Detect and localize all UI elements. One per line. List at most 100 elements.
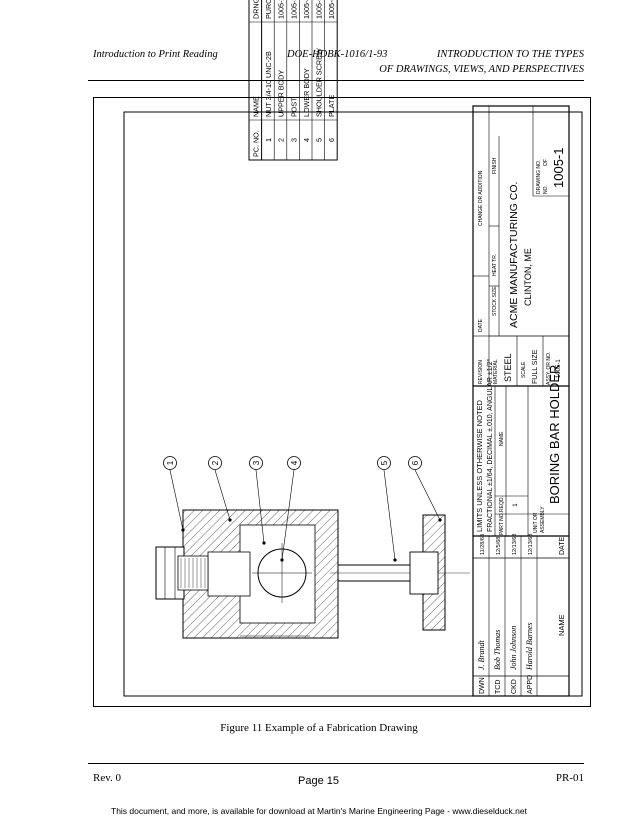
date-column-label: DATE: [478, 318, 484, 332]
balloon-number: 1: [166, 460, 175, 465]
download-notice: This document, and more, is available fo…: [111, 806, 527, 816]
parts-list-border: [248, 0, 338, 161]
footer-page-number: Page 15: [298, 775, 339, 787]
parts-list-cell: NUT 3/4-10 UNC-2B: [264, 51, 273, 117]
balloon-leaders: [169, 469, 442, 562]
name-column-label: NAME: [499, 431, 505, 446]
signature-role: APPD: [527, 675, 534, 694]
signature-date: 11/28/68: [480, 534, 486, 555]
signature-date: 12/13/68: [528, 534, 534, 555]
balloon-3: [249, 456, 263, 470]
assy-label: ASSY. OR NO.: [546, 352, 552, 385]
balloon-4: [287, 456, 301, 470]
limits-line1: LIMITS UNLESS OTHERWISE NOTED: [475, 399, 484, 532]
screw-head: [409, 551, 439, 595]
parts-list-cell: 1005-3: [289, 0, 298, 19]
leader-dot: [438, 518, 442, 522]
signature-role: DWN: [479, 677, 486, 694]
signature-name: Harold Barnes: [525, 623, 534, 671]
leader-dot: [280, 558, 284, 562]
parts-list-header: PC. NO.: [252, 130, 261, 157]
parts-list-cell: 2: [277, 138, 286, 142]
header-section-title-line1: INTRODUCTION TO THE TYPES: [436, 49, 584, 60]
company-name: ACME MANUFACTURING CO.: [508, 182, 520, 328]
reqd-value: 1: [512, 503, 519, 507]
parts-list-cell: SHOULDER SCREW: [315, 48, 324, 117]
change-label: CHANGE OR ADDITION: [478, 170, 484, 226]
unit-label: UNIT OR: [533, 512, 539, 533]
parts-list-cell: 4: [302, 138, 311, 142]
leader-line: [255, 469, 265, 544]
header-section-title-line2: OF DRAWINGS, VIEWS, AND PERSPECTIVES: [379, 64, 584, 75]
leader-dot: [262, 541, 266, 545]
parts-list-cell: 5: [315, 138, 324, 142]
parts-list-cell: POST: [289, 97, 298, 117]
figure-caption: Figure 11 Example of a Fabrication Drawi…: [220, 722, 418, 734]
parts-list-cell: 1005-5: [315, 0, 324, 19]
part-no-label: PART NO.: [499, 512, 505, 535]
leader-dot: [228, 518, 232, 522]
leader-line: [414, 469, 441, 521]
scale-label: SCALE: [521, 361, 527, 378]
reqd-label: REQD.: [499, 496, 505, 512]
drawing-border: [123, 111, 583, 697]
material-value: STEEL: [503, 353, 513, 382]
balloon-5: [377, 456, 391, 470]
leader-dot: [393, 558, 397, 562]
signature-role: CKD: [511, 679, 518, 694]
footer-revision: Rev. 0: [93, 772, 122, 784]
leader-line: [169, 469, 184, 531]
assy-value: 1005-1: [556, 359, 562, 378]
parts-list-cell: 1005-4: [302, 0, 311, 19]
parts-list-cell: UPPER BODY: [277, 70, 286, 117]
leader-line: [383, 469, 396, 561]
finish-label: FINISH: [492, 157, 498, 174]
date-label: DATE: [559, 537, 566, 555]
balloon-1: [163, 456, 177, 470]
drawing-no-label: DRAWING NO.: [536, 160, 542, 194]
revision-label: REVISION: [478, 360, 484, 384]
balloon-2: [208, 456, 222, 470]
parts-list-cell: 6: [327, 138, 336, 142]
parts-list-cell: PURCHASE: [264, 0, 273, 19]
assembly-label: ASSEMBLY: [540, 506, 546, 533]
limits-line2: FRACTIONAL ±1/64, DECIMAL ±.010, ANGULAR…: [486, 358, 494, 532]
parts-list-cell: 1005-2: [277, 0, 286, 19]
header-left: Introduction to Print Reading: [93, 49, 218, 60]
heat-treatment-label: HEAT TR.: [492, 254, 498, 276]
boring-bar-holder-assembly: [155, 509, 470, 639]
parts-list-cell: PLATE: [327, 95, 336, 117]
signature-name: J. Brandt: [477, 639, 486, 670]
signature-role: TCD: [495, 680, 502, 694]
stock-size-label: STOCK SIZE: [492, 286, 498, 316]
balloon-number: 2: [211, 460, 220, 465]
parts-list-cell: LOWER BODY: [302, 68, 311, 117]
balloon-number: 3: [252, 460, 261, 465]
parts-list-header: DRNG. NO.: [252, 0, 261, 19]
signature-name: Bob Thomas: [493, 630, 502, 670]
parts-list-cell: 1: [264, 138, 273, 142]
footer-rule: [88, 763, 584, 764]
balloon-6: [408, 456, 422, 470]
parts-list-cell: 1005-6: [327, 0, 336, 19]
parts-list-cell: 3: [289, 138, 298, 142]
figure-frame: [93, 97, 591, 707]
drawing-title: BORING BAR HOLDER: [547, 365, 562, 504]
footer-document-id: PR-01: [555, 772, 584, 784]
leader-dot: [181, 528, 185, 532]
balloon-number: 4: [290, 460, 299, 465]
leader-line: [281, 469, 295, 561]
thread-bore: [207, 551, 251, 597]
balloon-number: 5: [380, 460, 389, 465]
signature-date: 12/5/68: [496, 537, 502, 555]
header-rule: [88, 80, 584, 81]
signature-name: John Johnson: [509, 626, 518, 670]
material-label: MATERIAL: [493, 359, 499, 384]
drawing-no-value: 1005-1: [551, 148, 566, 188]
signature-date: 12/13/68: [512, 534, 518, 555]
company-city: CLINTON, ME: [523, 248, 533, 306]
